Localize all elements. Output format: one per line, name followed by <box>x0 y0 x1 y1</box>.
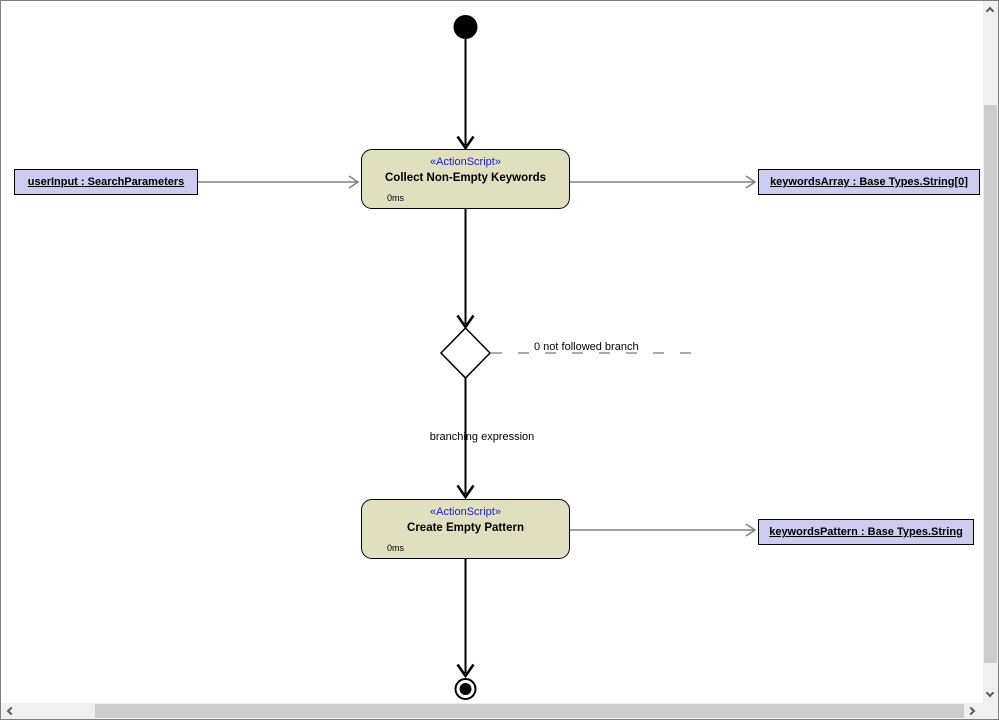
arrowhead-icon <box>456 135 475 151</box>
edge-label-branching-expression[interactable]: branching expression <box>429 431 535 443</box>
vertical-scrollbar[interactable] <box>983 1 998 703</box>
decision-node[interactable] <box>439 326 492 380</box>
scrollbar-corner <box>983 703 998 719</box>
arrowhead-icon <box>348 175 360 189</box>
diagram-canvas[interactable]: «ActionScript» Collect Non-Empty Keyword… <box>1 1 983 703</box>
duration-label: 0ms <box>387 543 405 553</box>
horizontal-scrollbar-thumb[interactable] <box>95 704 964 718</box>
arrowhead-icon <box>745 523 757 537</box>
object-node-keywordspattern[interactable]: keywordsPattern : Base Types.String <box>758 519 974 545</box>
object-node-userinput[interactable]: userInput : SearchParameters <box>14 169 198 195</box>
arrowhead-icon <box>456 663 475 679</box>
stereotype-label: «ActionScript» <box>430 506 501 518</box>
object-node-keywordsarray[interactable]: keywordsArray : Base Types.String[0] <box>758 169 980 195</box>
duration-label: 0ms <box>387 193 405 203</box>
object-node-label: keywordsPattern : Base Types.String <box>769 526 963 538</box>
horizontal-scrollbar[interactable] <box>1 703 983 719</box>
action-node-collect-keywords[interactable]: «ActionScript» Collect Non-Empty Keyword… <box>361 149 570 209</box>
object-node-label: userInput : SearchParameters <box>27 176 185 188</box>
chevron-up-icon[interactable] <box>985 6 995 16</box>
initial-node[interactable] <box>453 15 478 39</box>
object-node-label: keywordsArray : Base Types.String[0] <box>770 176 968 188</box>
final-node-core <box>459 683 472 695</box>
edge-label-not-followed-branch[interactable]: 0 not followed branch <box>534 341 639 353</box>
chevron-down-icon[interactable] <box>985 688 995 698</box>
stereotype-label: «ActionScript» <box>430 156 501 168</box>
vertical-scrollbar-thumb[interactable] <box>984 105 997 663</box>
arrowhead-icon <box>456 484 475 500</box>
chevron-right-icon[interactable] <box>966 706 976 716</box>
action-title: Create Empty Pattern <box>407 522 524 534</box>
arrowhead-icon <box>745 175 757 189</box>
diagram-connectors <box>198 15 757 700</box>
action-title: Collect Non-Empty Keywords <box>384 172 547 184</box>
chevron-left-icon[interactable] <box>6 706 16 716</box>
action-node-create-empty-pattern[interactable]: «ActionScript» Create Empty Pattern 0ms <box>361 499 570 559</box>
